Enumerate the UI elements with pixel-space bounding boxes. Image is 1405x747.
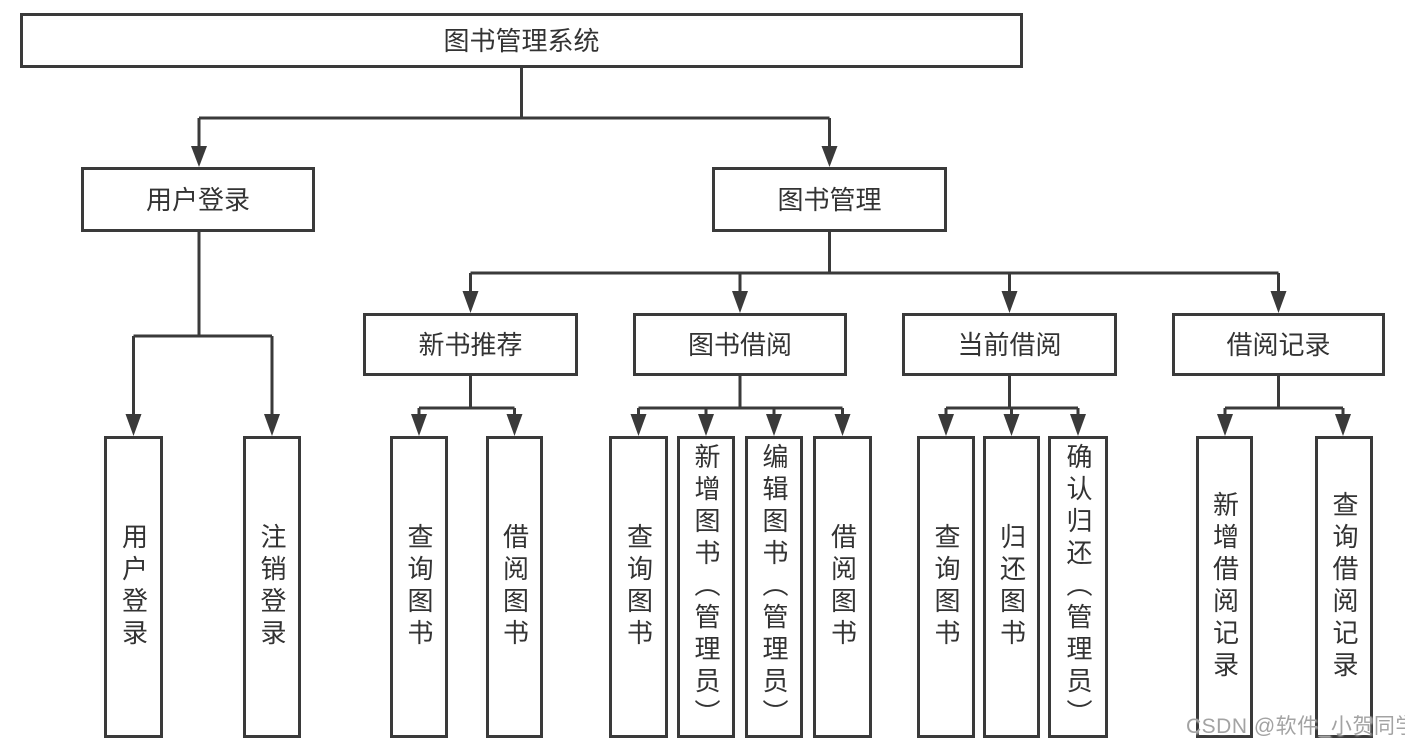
connector-new-book-to-leaves — [411, 376, 523, 436]
node-new-book-recommend-label: 新书推荐 — [418, 329, 523, 360]
leaf-confirm-return-admin-label: 确认归还（管理员） — [1063, 443, 1093, 731]
node-book-borrow-label: 图书借阅 — [687, 329, 792, 360]
arrow-icon — [630, 414, 647, 436]
leaf-confirm-return-admin: 确认归还（管理员） — [1048, 436, 1108, 738]
node-current-borrow: 当前借阅 — [902, 313, 1117, 376]
connector-current-borrow-to-leaves — [938, 376, 1086, 436]
leaf-user-login: 用户登录 — [104, 436, 163, 738]
node-root-label: 图书管理系统 — [443, 25, 600, 56]
leaf-user-login-label: 用户登录 — [118, 523, 149, 651]
arrow-icon — [1335, 414, 1351, 436]
connector-book-mgmt-to-groups — [462, 232, 1287, 313]
arrow-icon — [264, 414, 280, 436]
connector-root-to-branches — [191, 68, 838, 167]
leaf-borrow-query-book: 查询图书 — [609, 436, 668, 738]
leaf-logout: 注销登录 — [243, 436, 301, 738]
leaf-recommend-borrow-book-label: 借阅图书 — [499, 523, 530, 651]
arrow-icon — [1001, 291, 1018, 313]
arrow-icon — [462, 291, 479, 313]
leaf-borrow-query-book-label: 查询图书 — [623, 523, 654, 651]
node-root: 图书管理系统 — [20, 13, 1023, 68]
arrow-icon — [766, 414, 782, 436]
leaf-current-query-book: 查询图书 — [917, 436, 975, 738]
leaf-add-book-admin-label: 新增图书（管理员） — [691, 443, 721, 731]
leaf-recommend-borrow-book: 借阅图书 — [486, 436, 543, 738]
connector-borrow-record-to-leaves — [1217, 376, 1351, 436]
connector-user-login-to-leaves — [125, 232, 280, 436]
leaf-borrow-book-label: 借阅图书 — [827, 523, 858, 651]
arrow-icon — [1003, 414, 1020, 436]
arrow-icon — [821, 146, 838, 167]
arrow-icon — [698, 414, 714, 436]
leaf-edit-book-admin-label: 编辑图书（管理员） — [759, 443, 789, 731]
leaf-add-borrow-record: 新增借阅记录 — [1196, 436, 1253, 738]
arrow-icon — [1070, 414, 1086, 436]
leaf-current-query-book-label: 查询图书 — [931, 523, 961, 651]
leaf-logout-label: 注销登录 — [257, 523, 287, 651]
arrow-icon — [834, 414, 851, 436]
leaf-query-borrow-record: 查询借阅记录 — [1315, 436, 1373, 738]
node-user-login-label: 用户登录 — [145, 184, 250, 215]
leaf-recommend-query-book-label: 查询图书 — [404, 523, 434, 651]
leaf-query-borrow-record-label: 查询借阅记录 — [1329, 491, 1359, 683]
node-book-management-label: 图书管理 — [777, 184, 882, 215]
leaf-return-book: 归还图书 — [983, 436, 1040, 738]
node-book-management: 图书管理 — [712, 167, 947, 232]
leaf-borrow-book: 借阅图书 — [813, 436, 872, 738]
arrow-icon — [191, 146, 207, 167]
arrow-icon — [1217, 414, 1233, 436]
arrow-icon — [732, 291, 748, 313]
arrow-icon — [411, 414, 427, 436]
node-new-book-recommend: 新书推荐 — [363, 313, 578, 376]
node-user-login: 用户登录 — [81, 167, 315, 232]
node-current-borrow-label: 当前借阅 — [957, 329, 1062, 360]
arrow-icon — [125, 414, 142, 436]
csdn-watermark: CSDN @软件_小贺同学 — [1186, 715, 1405, 738]
connector-book-borrow-to-leaves — [630, 376, 851, 436]
leaf-return-book-label: 归还图书 — [996, 523, 1027, 651]
leaf-add-borrow-record-label: 新增借阅记录 — [1209, 491, 1240, 683]
leaf-recommend-query-book: 查询图书 — [390, 436, 448, 738]
arrow-icon — [1270, 291, 1287, 313]
node-borrow-record: 借阅记录 — [1172, 313, 1385, 376]
node-borrow-record-label: 借阅记录 — [1226, 329, 1331, 360]
node-book-borrow: 图书借阅 — [633, 313, 847, 376]
leaf-edit-book-admin: 编辑图书（管理员） — [745, 436, 803, 738]
arrow-icon — [938, 414, 954, 436]
arrow-icon — [506, 414, 523, 436]
leaf-add-book-admin: 新增图书（管理员） — [677, 436, 735, 738]
